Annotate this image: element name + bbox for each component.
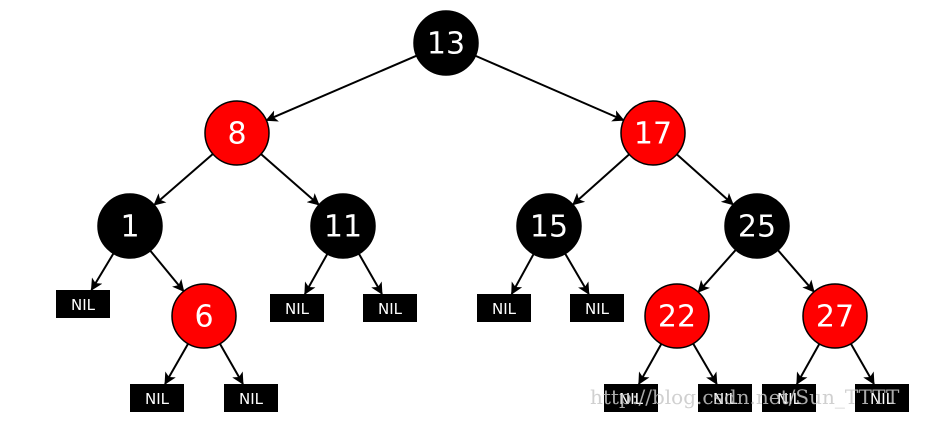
node-label: 8 [227, 117, 246, 152]
edge-n1-n6 [149, 250, 185, 293]
node-circle-red [620, 100, 686, 166]
edge-n13-n8 [265, 54, 418, 122]
nil-box [570, 294, 624, 322]
nil-box [270, 294, 324, 322]
tree-node-27: 27 [802, 283, 868, 349]
edge-n13-n17 [474, 54, 625, 122]
nil-leaf: NIL [56, 290, 110, 318]
nil-leaf: NIL [270, 294, 324, 322]
node-circle-red [171, 283, 237, 349]
edge-n11-nil5 [358, 253, 383, 295]
node-circle-red [644, 283, 710, 349]
edge-n15-nil7 [564, 253, 590, 295]
tree-edges [90, 54, 875, 385]
node-label: 11 [324, 210, 362, 245]
node-label: 15 [530, 210, 568, 245]
tree-node-13: 13 [413, 10, 479, 76]
node-label: 13 [427, 27, 465, 62]
node-label: 25 [738, 210, 776, 245]
nil-box [363, 294, 417, 322]
nil-label: NIL [378, 300, 403, 318]
node-label: 22 [658, 300, 696, 335]
node-circle-black [724, 193, 790, 259]
tree-node-17: 17 [620, 100, 686, 166]
nil-label: NIL [585, 300, 610, 318]
node-circle-black [413, 10, 479, 76]
edge-n15-nil6 [510, 253, 535, 295]
edge-n6-nil2 [164, 343, 189, 385]
node-label: 17 [634, 117, 672, 152]
nil-label: NIL [285, 300, 310, 318]
edge-n22-nil8 [637, 343, 663, 385]
edge-n6-nil3 [219, 343, 244, 385]
nil-label: NIL [145, 390, 170, 408]
edge-n17-n15 [572, 153, 630, 206]
node-label: 1 [120, 210, 139, 245]
nil-box [56, 290, 110, 318]
nil-leaf: NIL [224, 384, 278, 412]
tree-node-22: 22 [644, 283, 710, 349]
nil-box [477, 294, 531, 322]
tree-node-11: 11 [310, 193, 376, 259]
edge-n8-n1 [153, 153, 214, 206]
nil-label: NIL [713, 390, 738, 408]
node-circle-red [802, 283, 868, 349]
edge-n25-n27 [777, 249, 815, 293]
node-label: 6 [194, 300, 213, 335]
tree-node-25: 25 [724, 193, 790, 259]
edge-n22-nil9 [692, 343, 718, 385]
nil-leaf: NIL [363, 294, 417, 322]
nil-leaf: NIL [570, 294, 624, 322]
nil-box [855, 384, 909, 412]
nil-label: NIL [239, 390, 264, 408]
node-circle-black [97, 193, 163, 259]
nil-leaves: NIL NIL NIL NIL NIL NIL NIL NIL NIL NIL NIL [56, 290, 909, 412]
nil-box [698, 384, 752, 412]
nil-box [762, 384, 816, 412]
edge-n25-n22 [697, 249, 737, 293]
edge-n27-nil10 [795, 343, 821, 385]
edge-n17-n25 [676, 153, 734, 206]
nil-leaf: NIL [762, 384, 816, 412]
tree-node-1: 1 [97, 193, 163, 259]
nil-box [224, 384, 278, 412]
node-circle-red [204, 100, 270, 166]
nil-label: NIL [492, 300, 517, 318]
edge-n11-nil4 [303, 253, 329, 295]
nil-label: NIL [870, 390, 895, 408]
nil-label: NIL [619, 390, 644, 408]
tree-node-15: 15 [516, 193, 582, 259]
tree-node-6: 6 [171, 283, 237, 349]
nil-box [130, 384, 184, 412]
nil-leaf: NIL [855, 384, 909, 412]
nil-leaf: NIL [604, 384, 658, 412]
nil-leaf: NIL [477, 294, 531, 322]
watermark-text: http://blog.csdn.net/Sun_TTTT [590, 385, 900, 409]
edge-n1-nil1 [90, 252, 115, 291]
nil-box [604, 384, 658, 412]
node-label: 27 [816, 300, 854, 335]
nil-leaf: NIL [130, 384, 184, 412]
tree-node-8: 8 [204, 100, 270, 166]
node-circle-black [516, 193, 582, 259]
nil-label: NIL [71, 296, 96, 314]
node-circle-black [310, 193, 376, 259]
edge-n8-n11 [260, 153, 320, 206]
edge-n27-nil11 [850, 343, 875, 385]
nil-label: NIL [777, 390, 802, 408]
nil-leaf: NIL [698, 384, 752, 412]
